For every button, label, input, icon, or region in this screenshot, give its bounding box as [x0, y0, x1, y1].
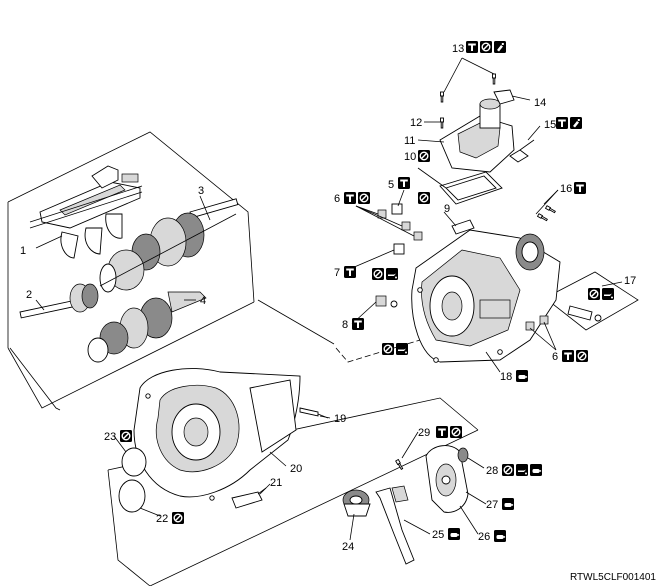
callout-23: 23 — [104, 431, 116, 443]
grease-icon — [516, 464, 528, 476]
dust-cover — [231, 487, 267, 509]
bolt-13a — [440, 91, 444, 103]
do-not-reuse-icon — [449, 425, 463, 439]
grease-icon — [396, 343, 408, 355]
torque-icon — [556, 117, 568, 129]
torque-icon — [466, 41, 478, 53]
release-bearing — [342, 489, 371, 517]
callout-18: 18 — [500, 371, 512, 383]
grease-icon — [386, 268, 398, 280]
callout-12: 12 — [410, 117, 422, 129]
sealant-icon — [494, 41, 506, 53]
adhesive-icon — [502, 498, 514, 510]
torque-icon — [436, 426, 448, 438]
callout-20: 20 — [290, 463, 302, 475]
bolt-16a — [545, 205, 557, 214]
callout-14: 14 — [534, 97, 546, 109]
callout-10: 10 — [404, 151, 416, 163]
plug-8 — [375, 295, 398, 308]
adhesive-icon — [516, 370, 528, 382]
torque-icon — [344, 266, 356, 278]
do-not-reuse-icon — [171, 511, 185, 525]
do-not-reuse-icon — [575, 349, 589, 363]
callout-labels: 1 2 3 4 5 6 7 8 9 10 11 12 13 14 15 16 1… — [20, 43, 636, 553]
shift-fork-assembly — [29, 165, 143, 259]
callout-15: 15 — [544, 119, 556, 131]
do-not-reuse-icon — [371, 267, 385, 281]
torque-icon — [562, 350, 574, 362]
plugs-6-lower — [525, 315, 549, 331]
do-not-reuse-icon — [479, 40, 493, 54]
callout-25: 25 — [432, 529, 444, 541]
callout-7: 7 — [334, 267, 340, 279]
torque-icon — [344, 192, 356, 204]
do-not-reuse-icon — [119, 429, 133, 443]
do-not-reuse-icon — [417, 191, 431, 205]
plug-7 — [393, 243, 405, 255]
callout-17: 17 — [624, 275, 636, 287]
callout-28: 28 — [486, 465, 498, 477]
do-not-reuse-icon — [417, 149, 431, 163]
do-not-reuse-icon — [501, 463, 515, 477]
callout-9: 9 — [444, 203, 450, 215]
callout-11: 11 — [404, 135, 415, 147]
neutral-switch — [509, 139, 535, 163]
o-rings — [118, 447, 147, 513]
bolt-29 — [395, 459, 404, 471]
callout-16: 16 — [560, 183, 572, 195]
do-not-reuse-icon — [357, 191, 371, 205]
callout-6-lower: 6 — [552, 351, 558, 363]
speed-sensor — [567, 305, 602, 322]
input-shaft — [87, 291, 207, 363]
callout-21: 21 — [270, 477, 282, 489]
callout-6: 6 — [334, 193, 340, 205]
release-fork — [375, 485, 415, 565]
callout-26: 26 — [478, 531, 490, 543]
callout-19: 19 — [334, 413, 346, 425]
callout-3: 3 — [198, 185, 204, 197]
interlock-plate — [451, 219, 475, 235]
figure-code: RTWL5CLF001401 — [570, 572, 656, 583]
callout-27: 27 — [486, 499, 498, 511]
bracket — [493, 89, 515, 105]
transmission-case — [411, 229, 561, 363]
callout-13: 13 — [452, 43, 464, 55]
shift-control-housing — [439, 98, 515, 173]
torque-icon — [574, 182, 586, 194]
grease-icon — [602, 288, 614, 300]
bolt-16b — [537, 213, 549, 222]
torque-icon — [352, 318, 364, 330]
callout-4: 4 — [200, 295, 206, 307]
sealant-icon — [570, 117, 582, 129]
callout-2: 2 — [26, 289, 32, 301]
adhesive-icon — [494, 530, 506, 542]
do-not-reuse-icon — [587, 287, 601, 301]
adhesive-icon — [530, 464, 542, 476]
leader-lines — [35, 57, 623, 541]
plug-5 — [391, 203, 403, 215]
bolt-13b — [492, 73, 496, 85]
callout-24: 24 — [342, 541, 354, 553]
callout-22: 22 — [156, 513, 168, 525]
gasket — [439, 171, 503, 205]
bolt-12 — [440, 117, 444, 129]
grease-icon — [448, 528, 460, 540]
clutch-housing — [133, 368, 301, 501]
do-not-reuse-icon — [381, 342, 395, 356]
callout-29: 29 — [418, 427, 430, 439]
front-cover — [425, 445, 469, 513]
callout-1: 1 — [20, 245, 26, 257]
countershaft-gear — [99, 198, 239, 293]
callout-5: 5 — [388, 179, 394, 191]
torque-icon — [398, 177, 410, 189]
mainshaft — [19, 283, 99, 319]
oil-seal — [457, 447, 469, 463]
callout-8: 8 — [342, 319, 348, 331]
